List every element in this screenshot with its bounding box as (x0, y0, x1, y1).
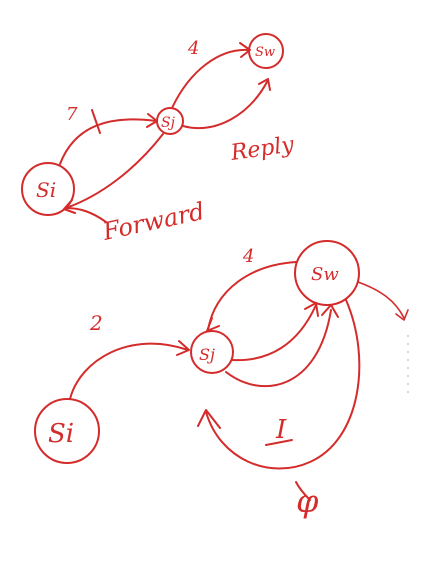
top-edge-si-sj-label: 7 (66, 104, 78, 125)
top-node-sj-label: Sj (161, 115, 176, 131)
bottom-edge-sw-out (357, 281, 405, 319)
bottom-node-sw: Sw (294, 240, 360, 306)
bottom-node-sw-label: Sw (311, 264, 339, 285)
bottom-edge-si-sj-label: 2 (89, 311, 103, 335)
bottom-node-sj-label: Sj (199, 345, 215, 364)
top-edge-sj-sw-label: 4 (187, 38, 199, 59)
bottom-edge-sj-sw-lower (225, 309, 332, 388)
bottom-edge-sw-loop-arrowhead (197, 409, 221, 429)
top-edge-sj-si-arrowhead (63, 199, 76, 214)
top-edge-sj-sw-upper (171, 48, 250, 109)
bottom-edge-sj-sw-label: 4 (242, 246, 254, 267)
bottom-edge-sw-loop (205, 299, 361, 470)
top-node-si: Si (21, 162, 75, 216)
top-edge-sj-sw-reply (182, 79, 269, 130)
bottom-edge-sj-sw-middle (231, 304, 317, 362)
top-node-si-label: Si (36, 178, 56, 202)
bottom-diagram: Si Sj Sw 2 4 I (34, 240, 409, 520)
reply-label: Reply (228, 132, 296, 166)
bottom-node-si: Si (34, 398, 100, 464)
bottom-edge-sj-sw-upper-arrowhead (206, 317, 220, 332)
top-edge-sj-si-forward (65, 133, 164, 209)
top-edge-si-sj-arrowhead (146, 113, 158, 128)
bottom-node-sj: Sj (190, 330, 234, 374)
bottom-phi-stem (295, 481, 311, 501)
top-node-sw-label: Sw (255, 45, 275, 60)
top-edge-sj-sw-reply-arrowhead (258, 78, 271, 91)
forward-label: Forward (99, 197, 207, 246)
top-node-sj: Sj (156, 107, 184, 135)
top-edge-si-sj (59, 118, 157, 165)
top-edge-sj-sw-upper-arrowhead (239, 42, 251, 58)
forward-pointer (65, 207, 107, 223)
bottom-edge-sw-out-arrowhead (395, 309, 409, 321)
top-edge-si-sj-tick (91, 109, 101, 134)
bottom-edge-si-sj (69, 342, 189, 400)
bottom-edge-sj-sw-lower-arrowhead (321, 304, 339, 318)
top-node-sw: Sw (248, 33, 284, 69)
bottom-loop-label: I (275, 415, 287, 445)
bottom-edge-si-sj-arrowhead (176, 340, 190, 356)
bottom-edge-sj-sw-upper (207, 261, 297, 331)
bottom-edge-sj-sw-middle-arrowhead (304, 302, 319, 317)
bottom-loop-label-underline (265, 439, 293, 446)
top-diagram: Si Sj Sw 7 4 Reply Forward (21, 33, 296, 246)
bottom-node-si-label: Si (48, 419, 74, 449)
